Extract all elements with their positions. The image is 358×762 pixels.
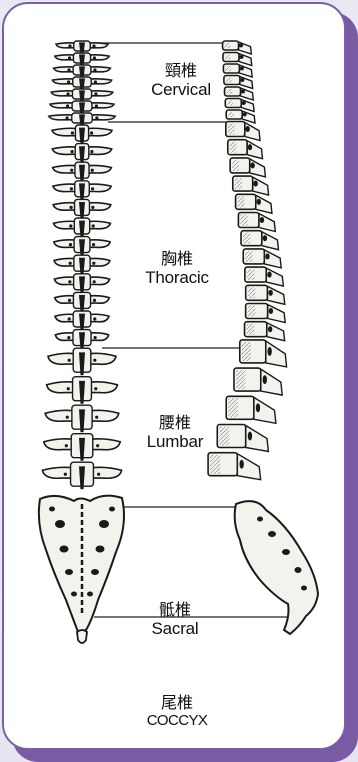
posterior-vertebra	[44, 434, 120, 461]
posterior-vertebrae	[42, 41, 121, 489]
posterior-vertebra	[55, 292, 110, 311]
label-sacral: 骶椎 Sacral	[120, 601, 230, 639]
posterior-vertebra	[56, 41, 108, 54]
label-sacral-en: Sacral	[120, 619, 230, 639]
posterior-vertebra	[54, 274, 109, 293]
posterior-vertebra	[52, 125, 112, 144]
posterior-vertebra	[53, 162, 112, 181]
posterior-coccyx	[77, 630, 87, 643]
label-coccyx-zh: 尾椎	[122, 694, 232, 712]
posterior-vertebra	[54, 237, 110, 256]
label-cervical-zh: 頸椎	[126, 62, 236, 80]
lateral-vertebra	[208, 453, 261, 480]
label-cervical: 頸椎 Cervical	[126, 62, 236, 100]
posterior-vertebra	[45, 405, 119, 432]
posterior-spine-view	[39, 41, 124, 643]
posterior-vertebra	[48, 348, 116, 375]
posterior-vertebra	[54, 65, 111, 78]
lateral-vertebra	[230, 158, 265, 177]
lateral-vertebra	[246, 304, 286, 323]
posterior-vertebra	[55, 311, 109, 330]
posterior-vertebra	[52, 77, 111, 90]
posterior-vertebra	[55, 330, 108, 349]
label-cervical-en: Cervical	[126, 80, 236, 100]
posterior-vertebra	[54, 218, 111, 237]
posterior-vertebra	[42, 462, 121, 489]
lateral-vertebra	[228, 140, 263, 159]
lateral-vertebra	[236, 194, 272, 213]
label-coccyx: 尾椎 COCCYX	[122, 694, 232, 730]
posterior-vertebra	[50, 101, 114, 114]
lateral-vertebra	[240, 340, 287, 367]
posterior-vertebra	[49, 113, 115, 126]
posterior-vertebra	[54, 255, 110, 274]
label-thoracic-en: Thoracic	[122, 268, 232, 288]
lateral-vertebra	[238, 213, 275, 232]
lateral-vertebra	[245, 267, 284, 286]
lateral-vertebra	[243, 249, 281, 268]
lateral-vertebra	[246, 285, 285, 304]
lateral-vertebra	[234, 368, 282, 395]
label-thoracic-zh: 胸椎	[122, 250, 232, 268]
label-lumbar: 腰椎 Lumbar	[120, 414, 230, 452]
label-sacral-zh: 骶椎	[120, 601, 230, 619]
label-coccyx-en: COCCYX	[122, 712, 232, 729]
posterior-vertebra	[53, 199, 111, 218]
lateral-vertebra	[226, 396, 276, 423]
lateral-vertebra	[226, 122, 260, 141]
label-lumbar-zh: 腰椎	[120, 414, 230, 432]
lateral-vertebra	[233, 176, 269, 195]
lateral-vertebra	[245, 322, 285, 341]
posterior-vertebra	[47, 377, 118, 404]
lateral-sacrum	[235, 501, 318, 634]
label-lumbar-en: Lumbar	[120, 432, 230, 452]
posterior-vertebra	[52, 144, 111, 163]
posterior-vertebra	[51, 89, 113, 102]
lateral-vertebra	[241, 231, 278, 250]
label-thoracic: 胸椎 Thoracic	[122, 250, 232, 288]
spine-diagram-card: 頸椎 Cervical 胸椎 Thoracic 腰椎 Lumbar 骶椎 Sac…	[2, 2, 346, 750]
posterior-vertebra	[55, 53, 109, 66]
posterior-vertebra	[53, 181, 111, 200]
lateral-spine-view	[208, 41, 318, 634]
